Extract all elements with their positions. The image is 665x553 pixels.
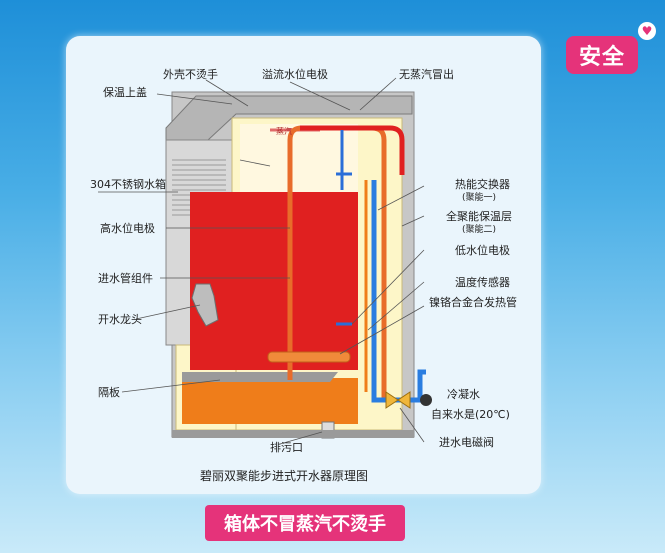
slogan-banner: 箱体不冒蒸汽不烫手 <box>205 505 405 541</box>
inlet-fitting <box>420 394 432 406</box>
label-heating-tube: 镍铬合金合发热管 <box>429 295 517 309</box>
heart-icon: ♥ <box>638 22 656 40</box>
label-insulated-lid: 保温上盖 <box>103 85 147 99</box>
label-steam-tag: 蒸汽 <box>276 126 292 136</box>
diagram-caption: 碧丽双聚能步进式开水器原理图 <box>200 469 368 483</box>
label-solenoid-valve: 进水电磁阀 <box>439 435 494 449</box>
base <box>172 430 414 438</box>
label-inlet-pipe: 进水管组件 <box>98 271 153 285</box>
solenoid-valve <box>385 391 399 409</box>
label-steel-tank: 304不锈钢水箱 <box>90 177 166 191</box>
label-outer-casing: 外壳不烫手 <box>163 67 218 81</box>
label-heat-exchanger-sub: (聚能一) <box>462 191 496 203</box>
label-overflow-electrode: 溢流水位电极 <box>262 67 328 81</box>
label-low-electrode: 低水位电极 <box>455 243 510 257</box>
label-no-steam: 无蒸汽冒出 <box>399 67 454 81</box>
label-insulation-sub: (聚能二) <box>462 223 496 235</box>
leader-lines <box>98 77 425 445</box>
label-partition: 隔板 <box>98 385 120 399</box>
label-condensate: 冷凝水 <box>447 387 480 401</box>
solenoid-valve-b <box>397 391 411 409</box>
label-heat-exchanger: 热能交换器 <box>455 177 510 191</box>
label-temp-sensor: 温度传感器 <box>455 275 510 289</box>
tank-inner-top <box>240 124 358 192</box>
steam-outlet-pipe <box>300 125 405 175</box>
label-high-electrode: 高水位电极 <box>100 221 155 235</box>
warm-water-zone <box>182 378 358 424</box>
heating-tube <box>267 351 351 363</box>
partition-plate <box>182 372 338 382</box>
label-tap-water: 自来水是(20℃) <box>431 408 510 421</box>
safety-badge: 安全 <box>566 36 638 74</box>
label-tap: 开水龙头 <box>98 313 142 326</box>
label-insulation: 全聚能保温层 <box>446 209 512 223</box>
tap-icon <box>191 283 219 327</box>
hot-water-zone <box>190 192 358 370</box>
label-drain: 排污口 <box>270 440 303 454</box>
